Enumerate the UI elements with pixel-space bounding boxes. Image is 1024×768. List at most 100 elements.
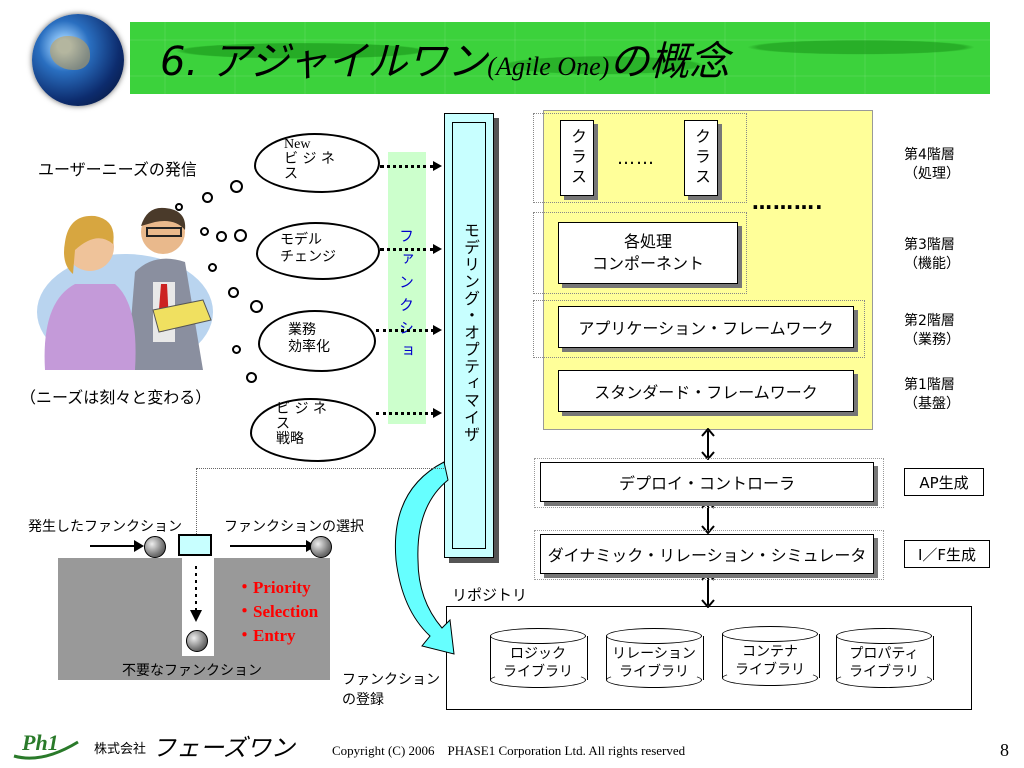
more-components-ellipsis: ………. [752, 190, 824, 214]
cloud-to-modeling-arrow [376, 325, 442, 335]
copyright: Copyright (C) 2006 PHASE1 Corporation Lt… [332, 743, 686, 758]
criteria-item: ・Priority [236, 578, 311, 597]
title-banner [130, 22, 990, 94]
cloud-new-business: New ビ ジ ネ ス [254, 133, 380, 193]
library-line: ロジック [510, 646, 566, 662]
repository-label: リポジトリ [452, 586, 528, 604]
container-library: コンテナライブラリ [722, 626, 820, 686]
modeling-optimizer-inner [452, 122, 486, 549]
thought-bubble [228, 287, 239, 298]
component-box: 各処理 コンポーネント [558, 222, 738, 284]
needs-change-note: （ニーズは刻々と変わる） [20, 388, 212, 407]
component-line: 各処理 [623, 232, 672, 251]
if-generation-tag: I／F生成 [904, 540, 990, 568]
thought-bubble [175, 203, 183, 211]
company-name: フェーズワン [152, 734, 295, 762]
cloud-model-change: モデル チェンジ [256, 222, 380, 280]
class-box: クラス [560, 120, 594, 196]
layer-desc: （業務） [904, 332, 960, 348]
cloud-business-efficiency: 業務 効率化 [258, 310, 376, 372]
library-line: ライブラリ [503, 664, 573, 680]
criteria-list: ・Priority ・Selection ・Entry [236, 576, 318, 648]
cloud-to-modeling-arrow [376, 408, 442, 418]
layer-label-2: 第2階層 （業務） [904, 312, 960, 350]
library-line: プロパティ [849, 646, 919, 662]
thought-bubble [246, 372, 257, 383]
page-title: 6. アジャイルワン(Agile One)の概念 [160, 32, 729, 92]
layer-label-4: 第4階層 （処理） [904, 146, 960, 184]
thought-bubble [216, 231, 227, 242]
deploy-outline [534, 458, 884, 508]
title-prefix: 6. アジャイルワン [160, 39, 488, 85]
title-suffix: の概念 [609, 39, 730, 85]
deploy-controller-box: デプロイ・コントローラ [540, 462, 874, 502]
logo-mark: Ph1 [22, 730, 59, 755]
cloud-to-modeling-arrow [380, 161, 442, 171]
layer-desc: （基盤） [904, 396, 960, 412]
relation-simulator-box: ダイナミック・リレーション・シミュレータ [540, 534, 874, 574]
criteria-item: ・Selection [236, 602, 319, 621]
logic-library: ロジックライブラリ [490, 628, 588, 688]
cloud-line: ビ ジ ネ [276, 401, 327, 417]
thought-bubble [230, 180, 243, 193]
layer-desc: （機能） [904, 256, 960, 272]
layer2-outline [533, 300, 865, 358]
layer-label-3: 第3階層 （機能） [904, 236, 960, 274]
thought-bubble [200, 227, 209, 236]
library-line: ライブラリ [849, 664, 919, 680]
company-logo: Ph1 株式会社 フェーズワン [12, 728, 302, 762]
unneeded-function-label: 不要なファンクション [122, 663, 262, 679]
cloud-line: ビ ジ ネ [284, 151, 335, 167]
connector-line [196, 468, 197, 536]
page-number: 8 [1000, 740, 1009, 760]
simulator-outline [534, 530, 884, 580]
ap-generation-tag: AP生成 [904, 468, 984, 496]
library-line: リレーション [612, 646, 696, 662]
cloud-line: ス [276, 416, 290, 432]
layer-desc: （処理） [904, 166, 960, 182]
layer-name: 第3階層 [904, 237, 955, 253]
library-line: コンテナ [742, 644, 798, 660]
business-people-illustration [35, 192, 225, 372]
thought-bubble [208, 263, 217, 272]
layer-name: 第2階層 [904, 313, 955, 329]
class-ellipsis: …… [617, 148, 655, 169]
layer3-outline [533, 212, 747, 294]
register-label: ファンクション の登録 [342, 670, 440, 710]
class-box: クラス [684, 120, 718, 196]
cloud-line: モデル [280, 232, 322, 248]
cloud-business-strategy: ビ ジ ネ ス 戦略 [250, 398, 376, 462]
connector-line [196, 468, 444, 469]
globe-icon [32, 14, 124, 106]
cloud-line: New [284, 137, 311, 152]
cloud-to-modeling-arrow [380, 244, 442, 254]
layer-label-1: 第1階層 （基盤） [904, 376, 960, 414]
library-line: ライブラリ [735, 662, 805, 678]
thought-bubble [234, 229, 247, 242]
thought-bubble [232, 345, 241, 354]
register-line: の登録 [342, 692, 384, 708]
user-needs-label: ユーザーニーズの発信 [38, 160, 197, 179]
cloud-line: ス [284, 166, 298, 182]
title-english: (Agile One) [487, 52, 610, 81]
thought-bubble [202, 192, 213, 203]
register-line: ファンクション [342, 672, 440, 688]
logo-swoosh-icon [13, 740, 79, 760]
function-ball-icon [144, 536, 166, 558]
repository-box [446, 606, 972, 710]
criteria-item: ・Entry [236, 626, 296, 645]
layer-name: 第1階層 [904, 377, 955, 393]
property-library: プロパティライブラリ [836, 628, 934, 688]
selected-function-label: ファンクションの選択 [224, 519, 364, 535]
cloud-line: チェンジ [280, 249, 336, 265]
selector-screen-icon [178, 534, 212, 556]
company-prefix: 株式会社 [94, 742, 147, 757]
modeling-optimizer-label: モデリング・オプティマイザ [461, 222, 480, 443]
standard-framework-box: スタンダード・フレームワーク [558, 370, 854, 412]
function-ball-icon [310, 536, 332, 558]
cloud-line: 業務 [288, 322, 316, 338]
application-framework-box: アプリケーション・フレームワーク [558, 306, 854, 348]
thought-bubble [250, 300, 263, 313]
function-flow-arrows [90, 540, 316, 622]
layer-name: 第4階層 [904, 147, 955, 163]
